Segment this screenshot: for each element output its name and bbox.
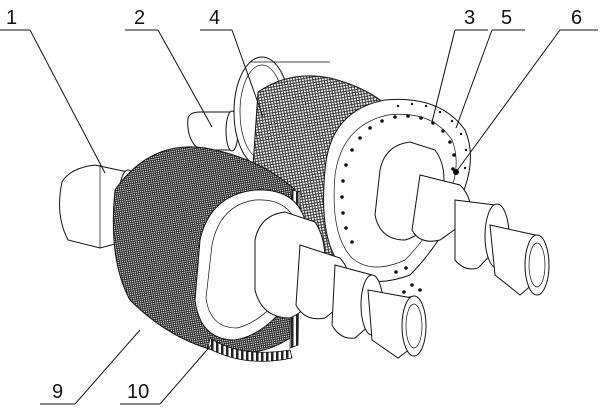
front-roller — [59, 146, 427, 362]
back-left-shaft — [187, 110, 239, 152]
callout-10: 10 — [120, 342, 214, 405]
callout-9: 9 — [40, 329, 141, 405]
callout-6: 6 — [455, 7, 598, 173]
back-right-shaft — [374, 141, 550, 296]
callout-label-6: 6 — [571, 7, 582, 29]
callout-2: 2 — [125, 7, 213, 128]
callout-label-4: 4 — [209, 7, 220, 29]
callout-label-3: 3 — [464, 7, 475, 29]
callout-3: 3 — [431, 7, 488, 123]
callout-label-9: 9 — [52, 381, 63, 403]
callout-leaders: 1 2 4 3 5 6 9 — [0, 7, 598, 405]
front-right-shaft — [254, 211, 427, 359]
callout-label-1: 1 — [6, 7, 17, 29]
callout-1: 1 — [0, 7, 106, 174]
callout-5: 5 — [455, 7, 525, 129]
callout-label-10: 10 — [127, 381, 149, 403]
callout-label-2: 2 — [134, 7, 145, 29]
flange-outer-dots — [396, 102, 468, 170]
callout-label-5: 5 — [501, 7, 512, 29]
callout-4: 4 — [200, 7, 264, 118]
